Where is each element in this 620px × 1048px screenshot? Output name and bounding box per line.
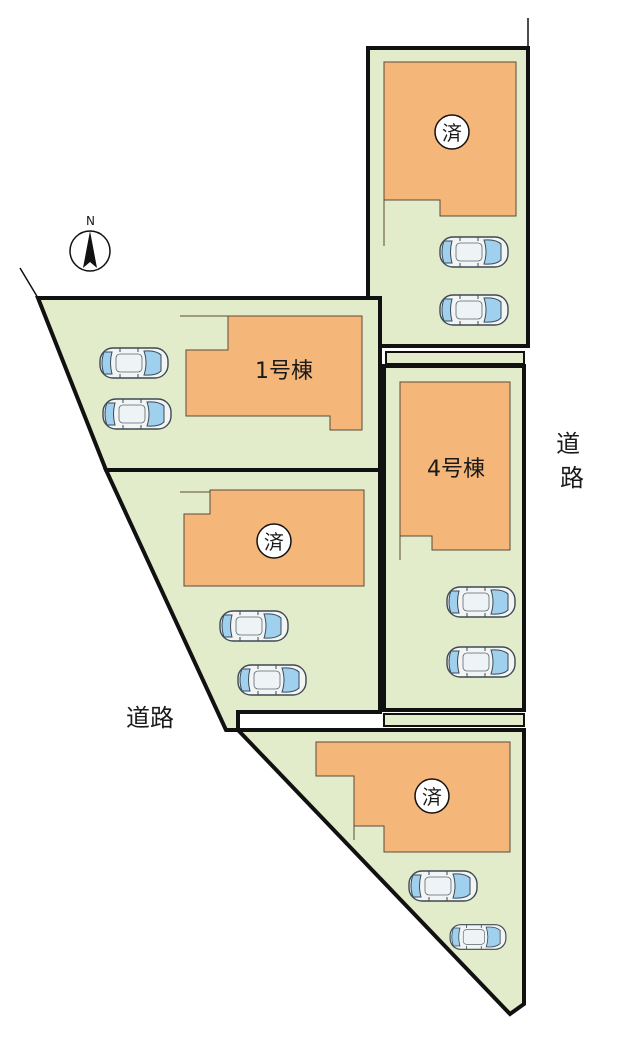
car-icon <box>408 870 478 902</box>
lot-1[interactable]: 1号棟 <box>35 296 382 472</box>
sold-badge <box>256 523 292 559</box>
sold-badge <box>434 114 470 150</box>
lot-middle-left[interactable]: 済 <box>102 468 382 732</box>
lot-top-right[interactable]: 済 <box>366 46 530 348</box>
lot-label: 済 <box>264 530 284 554</box>
car-icon <box>99 347 169 379</box>
lot-label: 済 <box>422 785 442 809</box>
road-label-east-line2: 路 <box>560 464 584 492</box>
car-icon <box>237 664 307 696</box>
car-icon <box>449 924 507 950</box>
lot-label: 1号棟 <box>255 359 313 384</box>
road-edge-line <box>19 267 39 299</box>
lot-strip <box>385 351 525 365</box>
car-icon <box>439 236 509 268</box>
lot-label: 4号棟 <box>427 457 485 482</box>
road-label-east: 道 路 <box>556 430 588 492</box>
lot-bottom[interactable]: 済 <box>233 728 526 1017</box>
road-label-east-line1: 道 <box>556 430 580 458</box>
north-compass-icon: N <box>69 214 111 272</box>
car-icon <box>219 610 289 642</box>
lot-label: 済 <box>442 121 462 145</box>
lot-strip <box>383 713 525 727</box>
road-label-west: 道路 <box>126 704 174 732</box>
car-icon <box>446 646 516 678</box>
car-icon <box>439 294 509 326</box>
lot-4[interactable]: 4号棟 <box>382 364 526 712</box>
car-icon <box>102 398 172 430</box>
compass-north-label: N <box>86 214 95 228</box>
sold-badge <box>414 778 450 814</box>
car-icon <box>446 586 516 618</box>
